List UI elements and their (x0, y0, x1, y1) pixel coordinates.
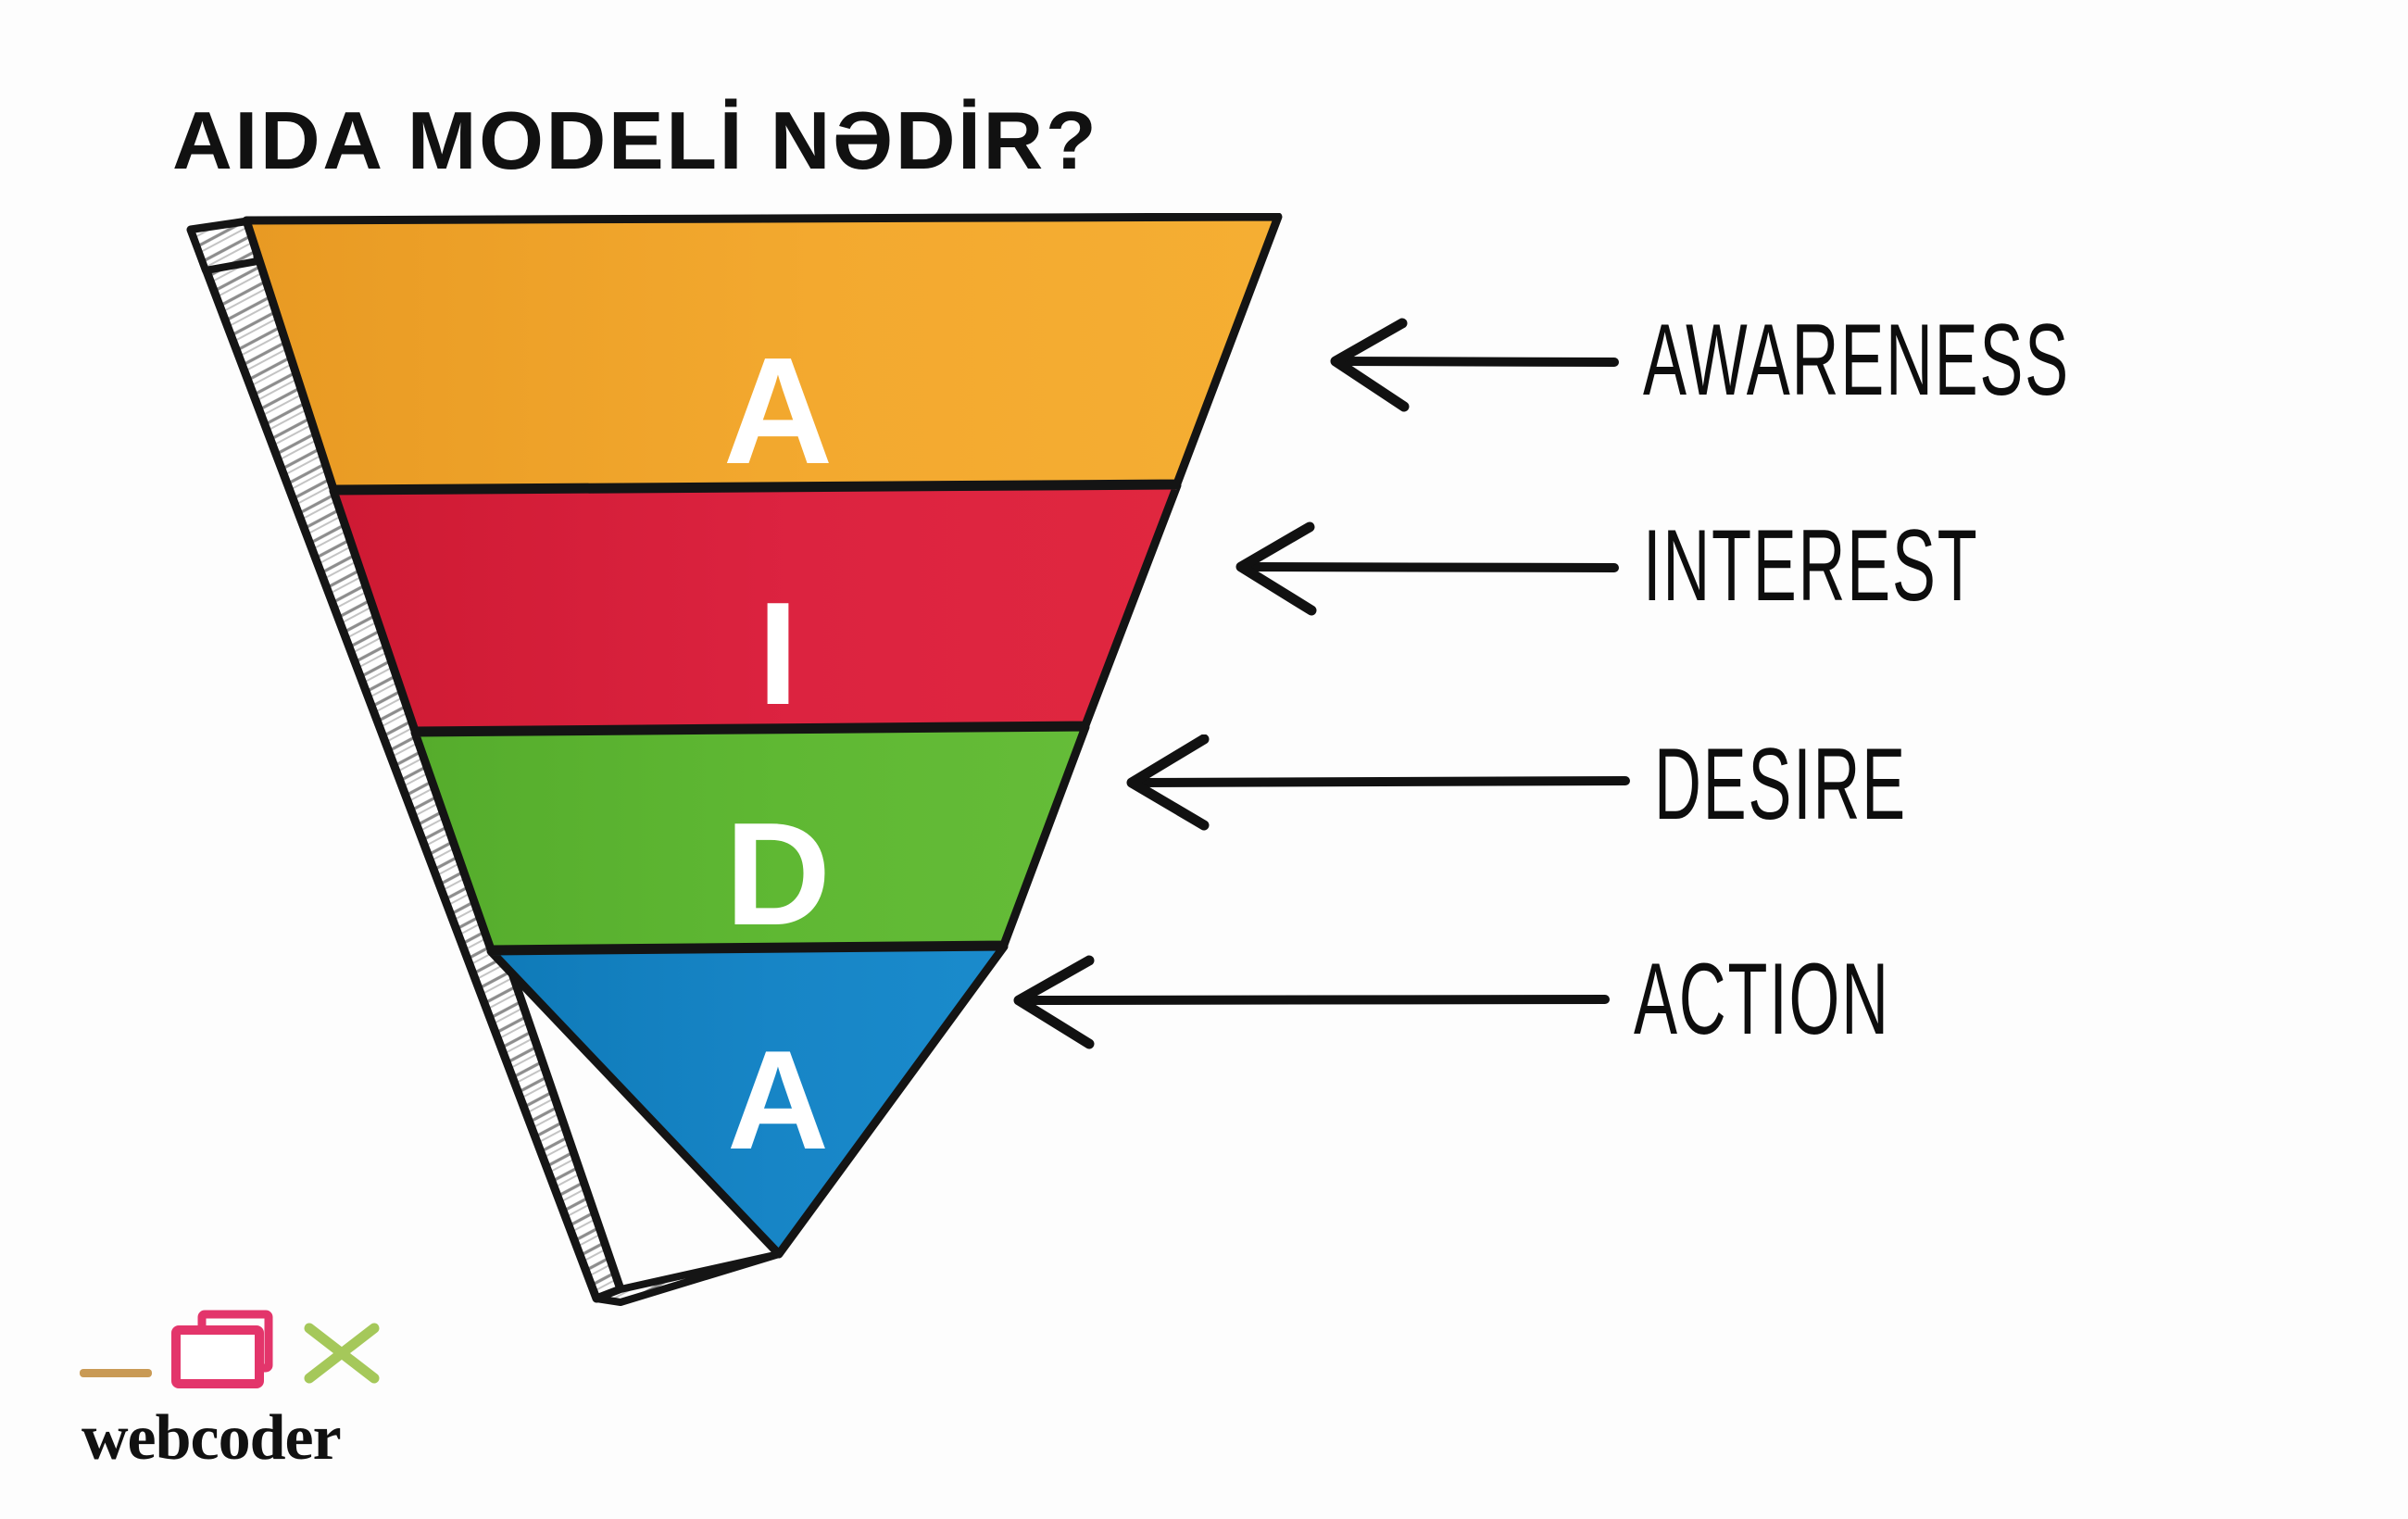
arrow-left-icon (1330, 318, 1619, 412)
callout-interest[interactable]: INTEREST (1221, 511, 2033, 622)
funnel-stage-interest[interactable]: I (329, 481, 1182, 735)
callout-desire[interactable]: DESIRE (1111, 730, 1948, 841)
logo-x-icon (304, 1323, 380, 1384)
callout-label-awareness: AWARENESS (1643, 304, 2070, 418)
arrow-left-icon (1013, 955, 1610, 1049)
callout-action[interactable]: ACTION (998, 945, 1932, 1056)
logo-dash-icon (80, 1369, 152, 1377)
page-title: AIDA MODELİ NƏDİR? (172, 94, 1099, 186)
funnel-stage-desire[interactable]: D (410, 722, 1090, 956)
arrow-left-icon (1235, 521, 1619, 616)
logo-mark-icon (80, 1310, 380, 1388)
funnel-letter-desire: D (725, 793, 831, 956)
callout-label-desire: DESIRE (1654, 728, 1907, 842)
logo-window-front-icon (171, 1325, 264, 1388)
callout-label-interest: INTEREST (1643, 509, 1979, 623)
logo-wordmark: webcoder (82, 1402, 342, 1474)
webcoder-logo[interactable]: webcoder (76, 1289, 446, 1475)
callout-label-action: ACTION (1634, 943, 1890, 1057)
funnel-letter-action: A (727, 1022, 829, 1179)
arrow-left-icon (1126, 734, 1630, 831)
funnel-tip-shadow (593, 1250, 783, 1306)
funnel-letter-interest: I (758, 572, 798, 735)
funnel-stage-awareness[interactable]: A (242, 213, 1283, 496)
funnel-stage-action[interactable]: A (486, 942, 1009, 1259)
callout-awareness[interactable]: AWARENESS (1313, 306, 2139, 417)
aida-funnel: A I D A (185, 213, 1343, 1306)
funnel-letter-awareness: A (723, 326, 833, 496)
